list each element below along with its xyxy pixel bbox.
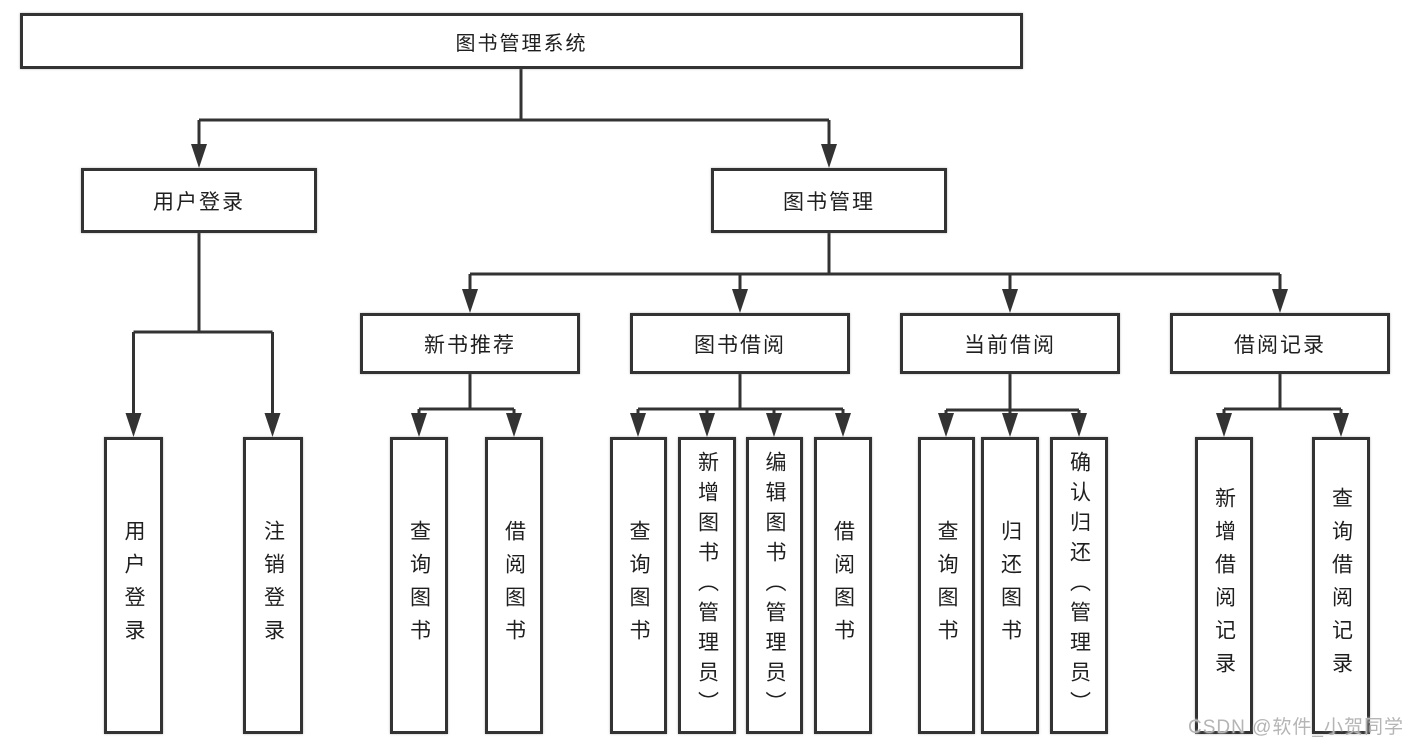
node-book-management: 图书管理	[711, 168, 947, 233]
leaf-return-book: 归还图书	[981, 437, 1039, 734]
node-label: 用户登录	[153, 190, 245, 214]
node-label: 新书推荐	[424, 333, 516, 357]
leaf-query-books-borrow: 查询图书	[610, 437, 667, 734]
node-new-book-recommend: 新书推荐	[360, 313, 580, 374]
leaf-label: 查询图书	[407, 519, 431, 652]
node-label: 图书借阅	[694, 333, 786, 357]
csdn-watermark: CSDN @软件_小贺同学	[1188, 717, 1404, 738]
leaf-label: 归还图书	[998, 519, 1022, 652]
leaf-label: 借阅图书	[831, 519, 855, 652]
leaf-label: 注销登录	[261, 519, 285, 652]
leaf-label: 新增图书（管理员）	[695, 450, 719, 721]
leaf-query-books-current: 查询图书	[918, 437, 975, 734]
leaf-label: 借阅图书	[502, 519, 526, 652]
node-label: 图书管理	[783, 190, 875, 214]
node-current-borrow: 当前借阅	[900, 313, 1120, 374]
leaf-borrow-books-recommend: 借阅图书	[485, 437, 543, 734]
leaf-confirm-return-admin: 确认归还（管理员）	[1050, 437, 1108, 734]
leaf-user-login: 用户登录	[104, 437, 163, 734]
leaf-query-borrow-record: 查询借阅记录	[1312, 437, 1370, 734]
leaf-label: 查询图书	[627, 519, 650, 652]
node-borrow-records: 借阅记录	[1170, 313, 1390, 374]
leaf-label: 查询图书	[935, 519, 958, 652]
leaf-query-books-recommend: 查询图书	[390, 437, 448, 734]
leaf-borrow-books-borrow: 借阅图书	[814, 437, 872, 734]
node-label: 图书管理系统	[455, 32, 588, 55]
leaf-label: 确认归还（管理员）	[1067, 450, 1091, 721]
leaf-label: 新增借阅记录	[1212, 486, 1236, 685]
leaf-add-borrow-record: 新增借阅记录	[1195, 437, 1253, 734]
node-user-login: 用户登录	[81, 168, 317, 233]
leaf-add-book-admin: 新增图书（管理员）	[678, 437, 736, 734]
leaf-logout: 注销登录	[243, 437, 303, 734]
leaf-label: 查询借阅记录	[1329, 486, 1353, 685]
leaf-edit-book-admin: 编辑图书（管理员）	[746, 437, 803, 734]
leaf-label: 编辑图书（管理员）	[763, 450, 786, 721]
node-label: 当前借阅	[964, 333, 1056, 357]
node-book-borrow: 图书借阅	[630, 313, 850, 374]
node-library-management-system: 图书管理系统	[20, 13, 1023, 69]
node-label: 借阅记录	[1234, 333, 1326, 357]
leaf-label: 用户登录	[122, 519, 145, 652]
